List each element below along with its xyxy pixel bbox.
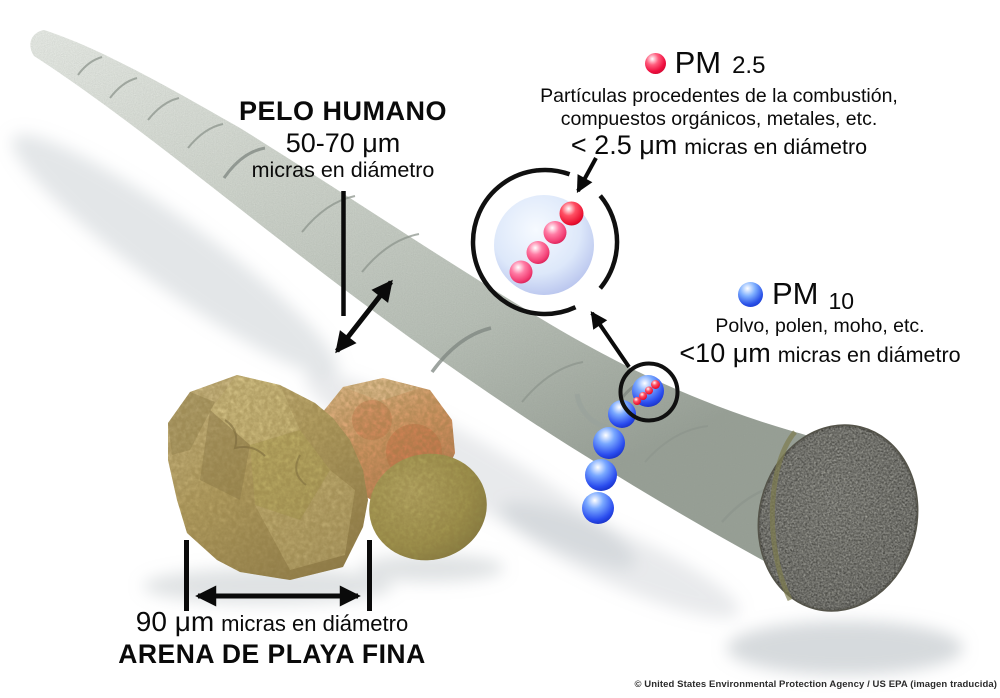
pm25-dots-on-sphere	[633, 380, 660, 405]
pm25-pointer-arrow	[576, 157, 598, 194]
annotations	[184, 157, 631, 611]
pm25-label-block: PM 2.5 Partículas procedentes de la comb…	[518, 45, 920, 161]
hair-size-value: 50-70 μm	[285, 127, 401, 158]
hair-diameter-arrow	[335, 279, 393, 354]
pm25-desc-line1: Partículas procedentes de la combustión,	[540, 85, 898, 108]
magnifier-circle-outline	[470, 167, 620, 317]
pm10-particle-chain	[574, 361, 680, 524]
magnifier-pointer-arrow	[590, 311, 631, 369]
pm25-size-unit: micras en diámetro	[684, 135, 868, 160]
sand-title: ARENA DE PLAYA FINA	[118, 638, 426, 669]
pm10-symbol: PM	[771, 276, 819, 311]
pm10-title-row: PM 10	[631, 276, 961, 314]
pm25-particles	[509, 201, 584, 284]
copyright-credit: © United States Environmental Protection…	[634, 679, 997, 690]
cut-rim-highlight	[769, 430, 797, 602]
sand-grains-illustration	[168, 375, 497, 580]
small-highlight-circle	[618, 361, 680, 423]
pm25-desc-line2: compuestos orgánicos, metales, etc.	[560, 107, 878, 130]
pm25-magnifier	[470, 167, 620, 317]
hair-title: PELO HUMANO	[239, 96, 447, 126]
sand-texture	[168, 375, 497, 580]
sand-size-value: 90 μm	[135, 606, 215, 637]
pm25-subscript: 2.5	[732, 51, 766, 79]
sand-size-unit: micras en diámetro	[221, 611, 409, 636]
pm25-symbol: PM	[674, 45, 722, 80]
pm10-size-value: <10 μm	[679, 337, 771, 368]
pm25-dot-icon	[644, 52, 666, 74]
hair-size-label: PELO HUMANO 50-70 μm micras en diámetro	[193, 96, 493, 183]
pm10-size-unit: micras en diámetro	[777, 342, 961, 367]
pm25-title-row: PM 2.5	[504, 45, 906, 80]
pm10-desc-line1: Polvo, polen, moho, etc.	[715, 315, 925, 338]
pm10-subscript: 10	[828, 287, 855, 314]
pm10-dot-icon	[737, 281, 763, 307]
hair-size-unit: micras en diámetro	[251, 158, 435, 183]
pm25-size-value: < 2.5 μm	[570, 130, 678, 161]
